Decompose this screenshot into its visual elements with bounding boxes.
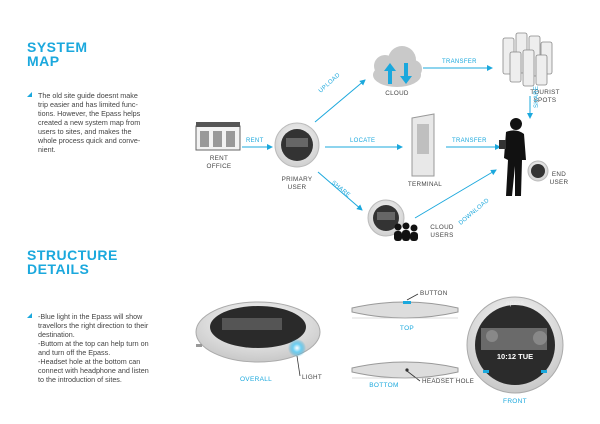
label-light: LIGHT (302, 374, 323, 381)
edge-label-transfer-mid: TRANSFER (452, 138, 487, 144)
button-icon (403, 301, 411, 304)
label-overall: OVERALL (239, 376, 273, 383)
edge-label-transfer-top: TRANSFER (442, 59, 477, 65)
node-label-terminal: TERMINAL (407, 181, 443, 188)
bottom-view-illustration (351, 361, 459, 379)
label-top: TOP (399, 325, 415, 332)
overall-device-illustration (195, 301, 321, 363)
end-user-device-icon (527, 160, 549, 182)
label-bottom: BOTTOM (369, 382, 399, 389)
node-label-end-user: END USER (549, 171, 569, 186)
terminal-icon (411, 113, 435, 177)
system-map-description: The old site guide doesnt make trip easi… (38, 91, 141, 154)
label-front: FRONT (503, 398, 527, 405)
structure-title-line1: STRUCTURE (27, 247, 118, 263)
edge-share-down (317, 171, 363, 211)
front-device-illustration (466, 296, 564, 394)
rent-office-icon (195, 122, 241, 151)
system-map-title-line1: SYSTEM (27, 39, 88, 55)
cloud-icon (373, 46, 422, 87)
top-view-illustration (351, 301, 459, 319)
light-glow-icon (288, 339, 306, 357)
end-user-silhouette-icon (499, 118, 526, 196)
primary-user-device-icon (274, 122, 320, 168)
headset-hole-icon (405, 368, 409, 372)
bullet-icon (27, 313, 32, 318)
edge-label-rent: RENT (246, 138, 264, 144)
label-button: BUTTON (420, 290, 448, 297)
device-brand-text: epass (505, 301, 524, 307)
device-time-text: 10:12 TUE (496, 352, 534, 361)
edge-download (414, 169, 497, 219)
system-map-title-line2: MAP (27, 53, 60, 69)
node-label-primary-user: PRIMARY USER (281, 176, 313, 191)
bullet-icon (27, 92, 32, 97)
structure-description: -Blue light in the Epass will show trave… (38, 312, 149, 384)
system-map-title: SYSTEM MAP (27, 40, 88, 68)
edge-upload (314, 79, 366, 123)
node-label-rent-office: RENT OFFICE (206, 155, 232, 170)
tourist-spots-icon (502, 32, 553, 87)
node-label-cloud: CLOUD (385, 90, 409, 97)
edge-label-locate: LOCATE (350, 138, 376, 144)
headset-jack-icon (196, 344, 202, 347)
people-silhouettes-icon (394, 222, 418, 241)
structure-title: STRUCTURE DETAILS (27, 248, 118, 276)
structure-title-line2: DETAILS (27, 261, 90, 277)
node-label-tourist-spots: TOURIST SPOTS (530, 89, 560, 104)
label-headset-hole: HEADSET HOLE (422, 378, 475, 385)
node-label-cloud-users: CLOUD USERS (430, 224, 454, 239)
